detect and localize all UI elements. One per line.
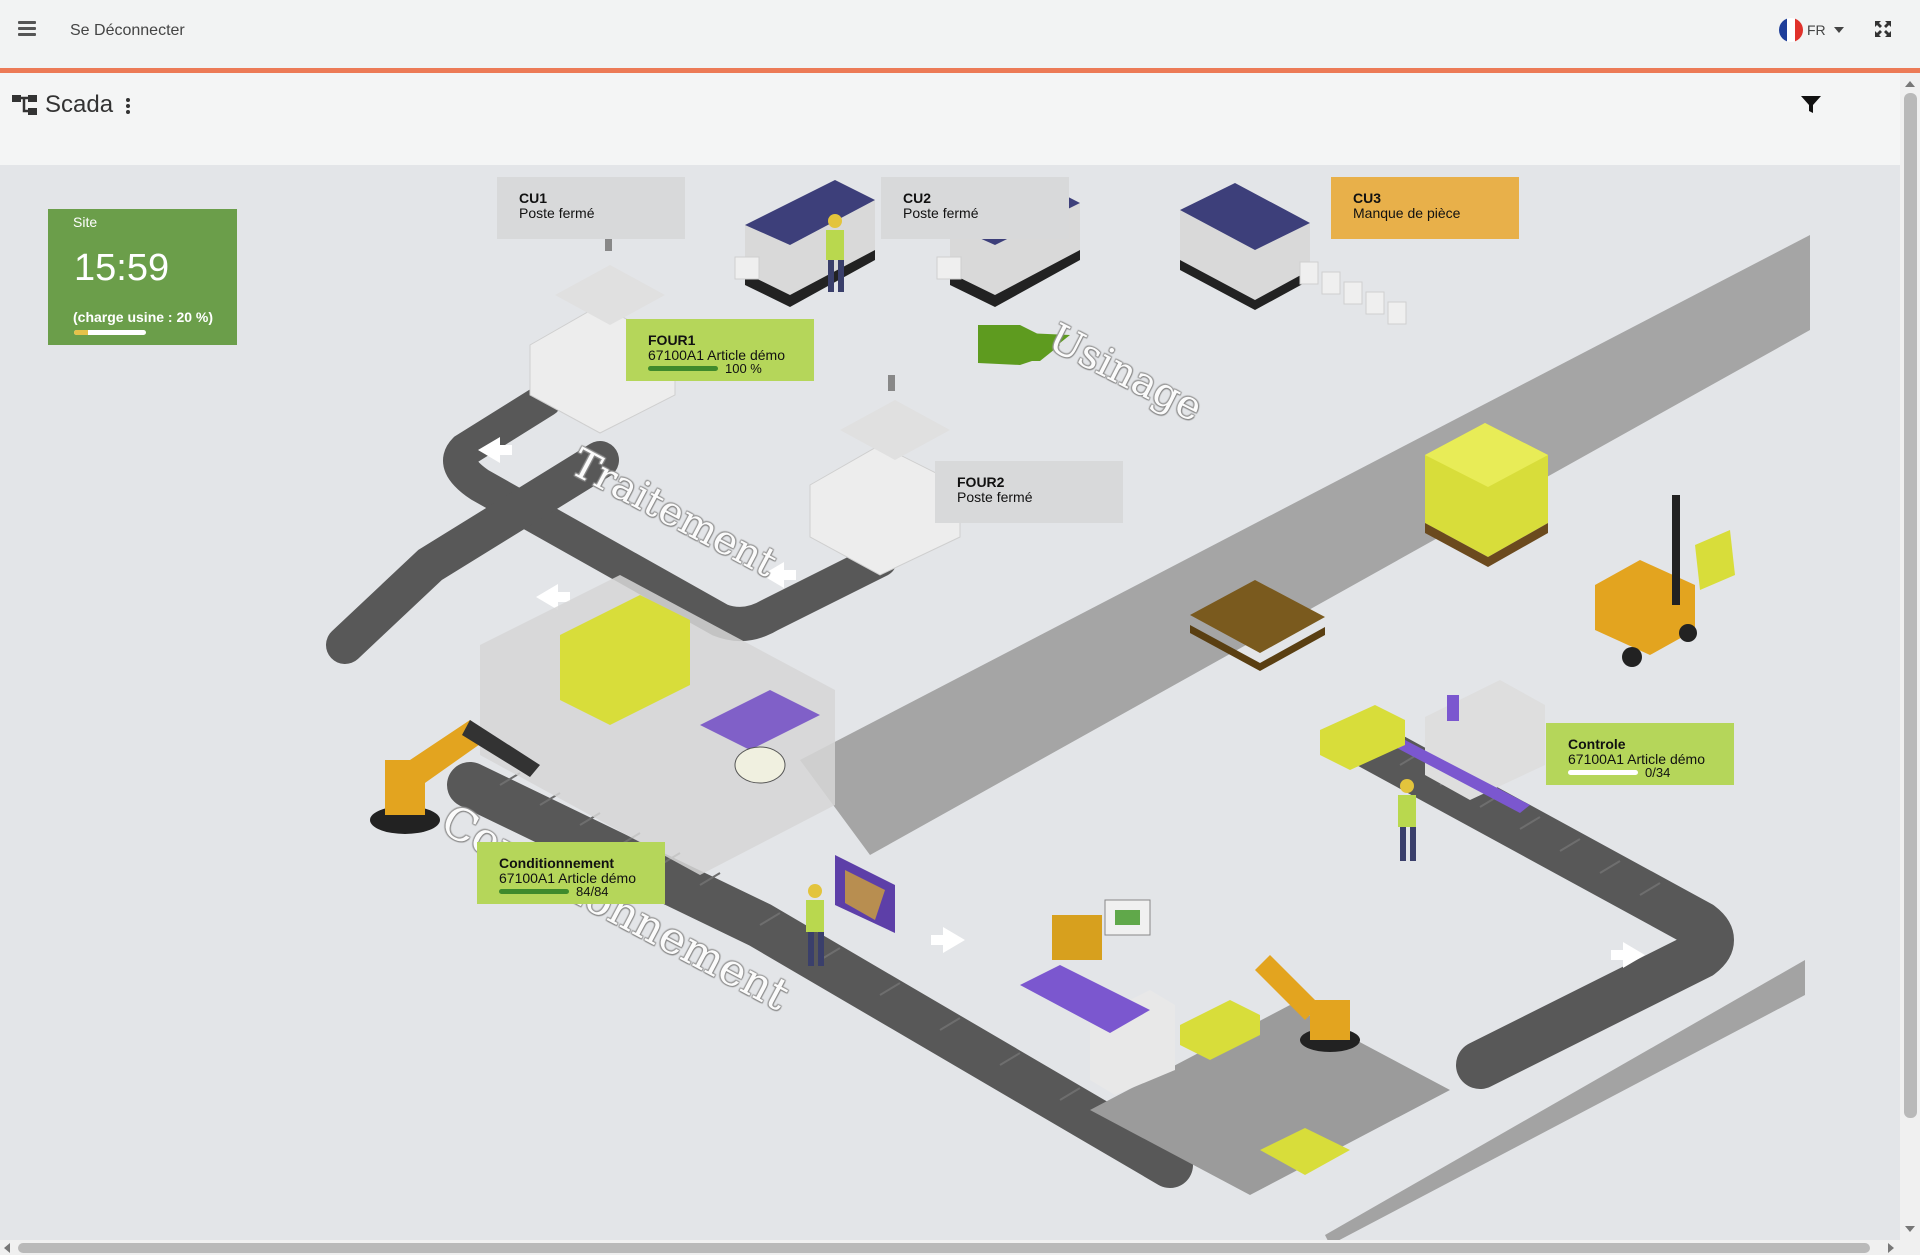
scrollbar-thumb[interactable] [1904, 93, 1917, 1118]
machine-name: FOUR1 [648, 332, 696, 348]
worker-usinage [826, 214, 844, 292]
machine-card-four2[interactable]: FOUR2 Poste fermé [935, 461, 1123, 523]
machine-card-cu2[interactable]: CU2 Poste fermé [881, 177, 1069, 239]
direction-arrow-head [978, 325, 1060, 361]
machine-status: 67100A1 Article démo [1568, 751, 1705, 767]
machine-name: CU3 [1353, 190, 1382, 206]
site-load-bar [74, 330, 146, 335]
progress-bar [648, 366, 718, 371]
filter-icon[interactable] [1800, 95, 1822, 115]
flow-arrows [478, 437, 1645, 968]
machine-status: Manque de pièce [1353, 205, 1461, 221]
inspection-screen [835, 855, 895, 933]
fullscreen-icon[interactable] [1874, 20, 1892, 38]
page-header: Scada [0, 73, 1900, 165]
packaging-cell [480, 575, 835, 875]
site-load-text: (charge usine : 20 %) [73, 309, 214, 325]
conveyor-traitement [443, 383, 897, 641]
scroll-left-icon[interactable] [4, 1243, 10, 1253]
cnc-machine-1 [745, 180, 875, 307]
machine-card-controle[interactable]: Controle 67100A1 Article démo 0/34 [1546, 723, 1734, 785]
machine-name: FOUR2 [957, 474, 1005, 490]
boxes-controle-in [1320, 705, 1405, 770]
workers [806, 214, 1416, 966]
horizontal-scrollbar[interactable] [0, 1240, 1920, 1255]
menu-icon[interactable] [14, 18, 40, 42]
robot-arm-left [370, 720, 540, 834]
machine-card-cu1[interactable]: CU1 Poste fermé [497, 177, 685, 239]
flag-fr-icon [1779, 18, 1803, 42]
pallet-boxes [1425, 423, 1548, 567]
language-selector[interactable]: FR [1779, 18, 1844, 42]
kebab-menu-icon[interactable] [124, 97, 132, 117]
accent-divider [0, 68, 1920, 73]
progress-bar [1568, 770, 1638, 775]
page-title: Scada [45, 91, 114, 118]
machine-name: CU2 [903, 190, 932, 206]
scrollbar-thumb[interactable] [18, 1243, 1870, 1253]
machine-card-conditionnement[interactable]: Conditionnement 67100A1 Article démo 84/… [477, 842, 665, 904]
worker-controle [1398, 779, 1416, 861]
machine-name: CU1 [519, 190, 548, 206]
site-label: Site [73, 214, 98, 230]
scada-sitemap-icon [12, 95, 37, 115]
machine-status: Poste fermé [903, 205, 979, 221]
worker-conditionnement [806, 884, 824, 966]
vertical-scrollbar[interactable] [1900, 73, 1920, 1240]
factory-scene [326, 180, 1810, 1240]
scroll-up-icon[interactable] [1905, 81, 1915, 87]
machine-status: Poste fermé [957, 489, 1033, 505]
scroll-right-icon[interactable] [1888, 1243, 1894, 1253]
cnc-machine-3 [1180, 183, 1310, 310]
language-label: FR [1807, 22, 1826, 38]
forklift [1595, 495, 1735, 667]
site-status-card[interactable]: Site 15:59 (charge usine : 20 %) [48, 209, 237, 345]
conveyor-controle [1346, 721, 1734, 1089]
progress-bar [499, 889, 569, 894]
main-walkway [800, 235, 1810, 855]
progress-value: 100 % [725, 361, 762, 376]
conveyor-descent [326, 441, 619, 664]
empty-pallet [1190, 580, 1325, 671]
machine-name: Controle [1568, 736, 1626, 752]
weighing-scale [1395, 680, 1545, 813]
progress-value: 84/84 [576, 884, 609, 899]
scroll-down-icon[interactable] [1905, 1226, 1915, 1232]
oven-four2 [809, 375, 961, 576]
machine-card-four1[interactable]: FOUR1 67100A1 Article démo 100 % [626, 319, 814, 381]
machine-status: 67100A1 Article démo [499, 870, 636, 886]
logout-link[interactable]: Se Déconnecter [70, 22, 185, 39]
machine-status: 67100A1 Article démo [648, 347, 785, 363]
machine-status: Poste fermé [519, 205, 595, 221]
bottom-walkway [1325, 960, 1805, 1240]
stock-boxes [734, 256, 1407, 325]
top-bar: Se Déconnecter FR [0, 0, 1920, 68]
site-time: 15:59 [74, 247, 170, 289]
machine-card-cu3[interactable]: CU3 Manque de pièce [1331, 177, 1519, 239]
boxes-bottom [1260, 1128, 1350, 1175]
progress-value: 0/34 [1645, 765, 1671, 780]
scada-canvas: Usinage Traitement Conditionnement Site … [0, 165, 1900, 1240]
chevron-down-icon [1833, 27, 1844, 33]
machine-name: Conditionnement [499, 855, 615, 871]
robot-packing-area [1020, 899, 1450, 1195]
